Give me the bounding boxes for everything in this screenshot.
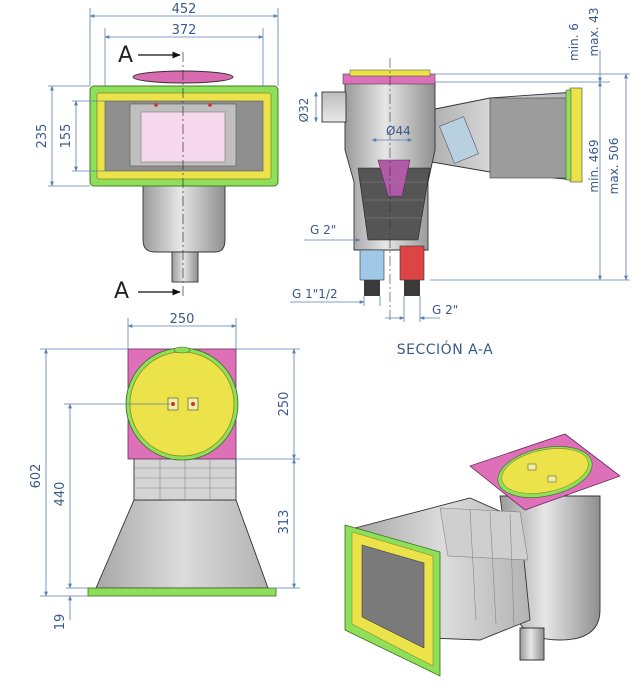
section-view: Ø32 Ø44 G 2" G 1"1/2 G 2" min. 6 max. 43… (290, 7, 630, 358)
section-mark-top: A (118, 43, 133, 68)
dim-base-height: 19 (53, 614, 68, 631)
dim-width-inner: 372 (172, 23, 197, 38)
dim-width-total: 452 (172, 2, 197, 17)
weir-pin-right (208, 103, 212, 107)
throat-opening (489, 97, 571, 179)
weir-pin-left (154, 103, 158, 107)
dim-height-total: 235 (35, 124, 50, 149)
dim-height-inner: 155 (59, 124, 74, 149)
dim-top-lid-height: 250 (277, 392, 292, 417)
dim-pipe-diameter: Ø32 (297, 98, 311, 123)
outlet-red (399, 245, 425, 281)
iso-lid-cover (501, 448, 589, 494)
outlet-blue (359, 249, 385, 281)
balance-pipe (321, 91, 347, 123)
body-tube (142, 185, 226, 253)
top-view: 250 250 313 602 440 19 (29, 312, 300, 630)
throat-top (95, 499, 269, 589)
weir-flap-section (439, 116, 479, 164)
dim-outlet-bottom: G 2" (432, 303, 458, 317)
dim-outlet-left: G 1"1/2 (292, 287, 338, 301)
section-caption: SECCIÓN A-A (397, 340, 493, 358)
dim-inner-diameter: Ø44 (386, 124, 411, 138)
dim-total-height: 602 (29, 464, 44, 489)
dim-body-height: 440 (53, 482, 68, 507)
outlet-pipe (171, 251, 199, 283)
mouth-frame-side (569, 87, 583, 183)
iso-outlet (519, 627, 545, 661)
dim-outlet-side: G 2" (310, 223, 336, 237)
basket-cone (377, 159, 411, 197)
front-view: A A 452 372 235 155 (35, 2, 279, 304)
section-mark-bottom: A (114, 279, 129, 304)
dim-lid-min: min. 6 (567, 23, 581, 61)
dim-top-width: 250 (170, 312, 195, 327)
dim-throat-height: 313 (277, 510, 292, 535)
base-frame (87, 587, 277, 597)
dim-depth-max: max. 506 (607, 138, 621, 195)
dim-lid-max: max. 43 (587, 7, 601, 56)
dim-depth-min: min. 469 (587, 139, 601, 192)
isometric-view (344, 433, 621, 677)
iso-mouth-opening (361, 544, 425, 649)
